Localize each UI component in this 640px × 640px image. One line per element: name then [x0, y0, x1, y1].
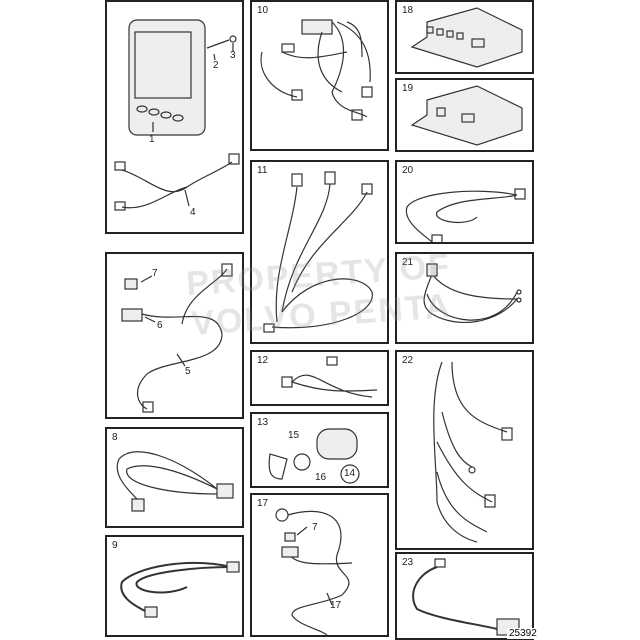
part-number-8: 8: [112, 432, 118, 443]
panel-relay: 7 6 5: [105, 252, 244, 419]
part-number-11: 11: [257, 165, 268, 176]
part-number-12: 12: [257, 355, 269, 366]
callout-1: 1: [149, 134, 155, 145]
panel-19: 19: [395, 78, 534, 152]
cable-23-drawing: [412, 558, 520, 636]
panel-12: 12: [250, 350, 389, 406]
part-number-13: 13: [257, 417, 269, 428]
panel-11: 11: [250, 160, 389, 344]
harness-22-drawing: [433, 361, 513, 543]
part-number-22: 22: [402, 355, 414, 366]
panel-9: 9: [105, 535, 244, 637]
panel-22: 22: [395, 350, 534, 550]
part-number-10: 10: [257, 5, 269, 16]
control-unit-19-drawing: [410, 85, 523, 146]
cable-21-drawing: [423, 263, 522, 324]
panel-10: 10: [250, 0, 389, 151]
callout-7: 7: [312, 522, 318, 533]
panel-18: 18: [395, 0, 534, 74]
relay-harness-drawing: [121, 263, 233, 413]
harness-10-drawing: [260, 19, 373, 121]
panel-21: 21: [395, 252, 534, 344]
part-number-9: 9: [112, 540, 118, 551]
part-number-21: 21: [402, 257, 414, 268]
callout-3: 3: [230, 50, 236, 61]
panel-23: 23: [395, 552, 534, 640]
part-number-18: 18: [402, 5, 414, 16]
harness-11-drawing: [263, 171, 373, 333]
panel-17: 17 7 17: [250, 493, 389, 637]
control-unit-18-drawing: [410, 7, 523, 68]
part-number-17: 17: [257, 498, 269, 509]
callout-7: 7: [152, 268, 158, 279]
cable-20-drawing: [405, 188, 526, 242]
callout-6: 6: [157, 320, 163, 331]
panel-13: 13 15 14 16: [250, 412, 389, 488]
harness-12-drawing: [281, 356, 378, 398]
panel-8: 8: [105, 427, 244, 528]
callout-5: 5: [185, 366, 191, 377]
callout-15: 15: [288, 430, 300, 441]
panel-20: 20: [395, 160, 534, 244]
panel-display: 1 2 3 4: [105, 0, 244, 234]
callout-4: 4: [190, 207, 196, 218]
callout-16: 16: [315, 472, 327, 483]
part-number-19: 19: [402, 83, 414, 94]
cable-9-drawing: [120, 561, 240, 618]
display-drawing: [114, 19, 240, 211]
reference-number: 25392: [507, 628, 539, 639]
cable-8-drawing: [116, 451, 234, 512]
ignition-switch-drawing: [268, 428, 360, 484]
harness-17-drawing: [275, 508, 353, 635]
callout-17: 17: [330, 600, 342, 611]
callout-14: 14: [344, 468, 356, 479]
part-number-20: 20: [402, 165, 414, 176]
part-number-23: 23: [402, 557, 414, 568]
callout-2: 2: [213, 60, 219, 71]
